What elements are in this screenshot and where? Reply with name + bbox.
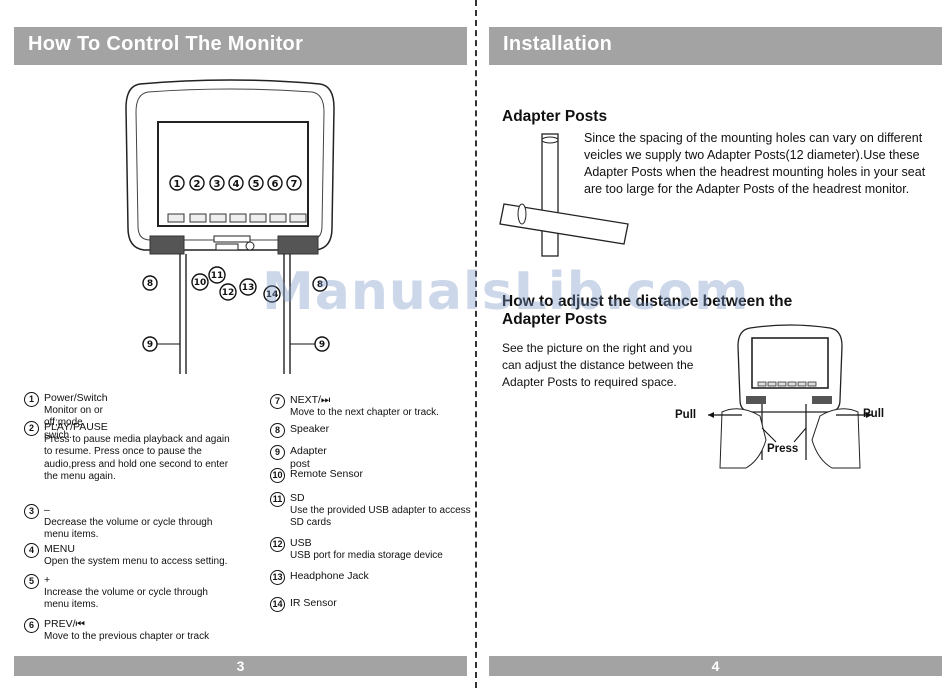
- legend-number: 2: [24, 421, 39, 436]
- press-label: Press: [767, 443, 799, 455]
- legend-number: 1: [24, 392, 39, 407]
- watermark: ManualsLib.com: [262, 262, 750, 322]
- legend-desc: Move to the previous chapter or track: [44, 630, 210, 642]
- right-page-footer: 4: [489, 656, 942, 676]
- svg-text:6: 6: [272, 179, 279, 190]
- legend-desc: Increase the volume or cycle through men…: [44, 586, 208, 611]
- pull-diagram: [708, 324, 872, 469]
- left-page-title: How To Control The Monitor: [28, 33, 304, 55]
- legend-title: Remote Sensor: [290, 468, 363, 480]
- legend-number: 10: [270, 468, 285, 483]
- legend-number: 14: [270, 597, 285, 612]
- legend-title: NEXT/⏭: [290, 394, 331, 406]
- monitor-diagram: 1 2 3 4 5 6 7 8 10 11 12 13 14 8 9 9: [125, 79, 335, 374]
- pull-right-label: Pull: [863, 408, 885, 420]
- legend-number: 7: [270, 394, 285, 409]
- svg-text:1: 1: [174, 179, 181, 190]
- page-divider: [475, 0, 477, 688]
- legend-number: 8: [270, 423, 285, 438]
- legend-desc: Move to the next chapter or track.: [290, 406, 439, 418]
- legend-desc: Monitor on or off;mode swich.: [44, 404, 103, 441]
- legend-title: IR Sensor: [290, 597, 337, 609]
- legend-number: 5: [24, 574, 39, 589]
- legend-number: 3: [24, 504, 39, 519]
- adapter-posts-diagram: [499, 133, 629, 257]
- legend-title: +: [44, 574, 51, 586]
- legend-title: PLAY/PAUSE: [44, 421, 108, 433]
- svg-text:13: 13: [242, 283, 255, 293]
- svg-text:8: 8: [317, 280, 323, 290]
- legend-title: MENU: [44, 543, 75, 555]
- legend-desc: Press to pause media playback and again …: [44, 433, 230, 483]
- page-number-left: 3: [236, 658, 245, 674]
- svg-text:12: 12: [222, 288, 235, 298]
- legend-title: SD: [290, 492, 305, 504]
- legend-title: Adapter post: [290, 445, 327, 470]
- svg-text:4: 4: [233, 179, 240, 190]
- legend-number: 6: [24, 618, 39, 633]
- legend-number: 12: [270, 537, 285, 552]
- svg-text:2: 2: [194, 179, 201, 190]
- left-page-header: How To Control The Monitor: [14, 27, 467, 65]
- legend-title: USB: [290, 537, 312, 549]
- page-number-right: 4: [711, 658, 720, 674]
- legend-title: Power/Switch: [44, 392, 108, 404]
- right-page-header: Installation: [489, 27, 942, 65]
- left-page-footer: 3: [14, 656, 467, 676]
- legend-title: Headphone Jack: [290, 570, 369, 582]
- legend-desc: Open the system menu to access setting.: [44, 555, 228, 567]
- legend-desc: Use the provided USB adapter to access S…: [290, 504, 471, 529]
- svg-text:10: 10: [194, 278, 207, 288]
- legend-number: 11: [270, 492, 285, 507]
- legend-title: –: [44, 504, 50, 516]
- legend-number: 9: [270, 445, 285, 460]
- legend-title: PREV/⏮: [44, 618, 85, 630]
- legend-desc: Decrease the volume or cycle through men…: [44, 516, 213, 541]
- legend-title: Speaker: [290, 423, 330, 435]
- legend-number: 4: [24, 543, 39, 558]
- svg-text:3: 3: [214, 179, 221, 190]
- svg-text:8: 8: [147, 279, 153, 289]
- legend-number: 13: [270, 570, 285, 585]
- svg-text:14: 14: [266, 290, 279, 300]
- svg-text:9: 9: [319, 340, 325, 350]
- adapter-posts-title: Adapter Posts: [502, 108, 608, 125]
- right-page-title: Installation: [503, 33, 613, 55]
- svg-text:5: 5: [253, 179, 260, 190]
- svg-text:11: 11: [211, 271, 224, 281]
- adjust-text: See the picture on the right and you can…: [502, 341, 694, 389]
- adapter-posts-text: Since the spacing of the mounting holes …: [584, 131, 926, 196]
- legend-desc: USB port for media storage device: [290, 549, 443, 561]
- adjust-title: How to adjust the distance between the A…: [502, 293, 793, 328]
- svg-text:9: 9: [147, 340, 153, 350]
- pull-left-label: Pull: [675, 409, 697, 421]
- svg-text:7: 7: [291, 179, 298, 190]
